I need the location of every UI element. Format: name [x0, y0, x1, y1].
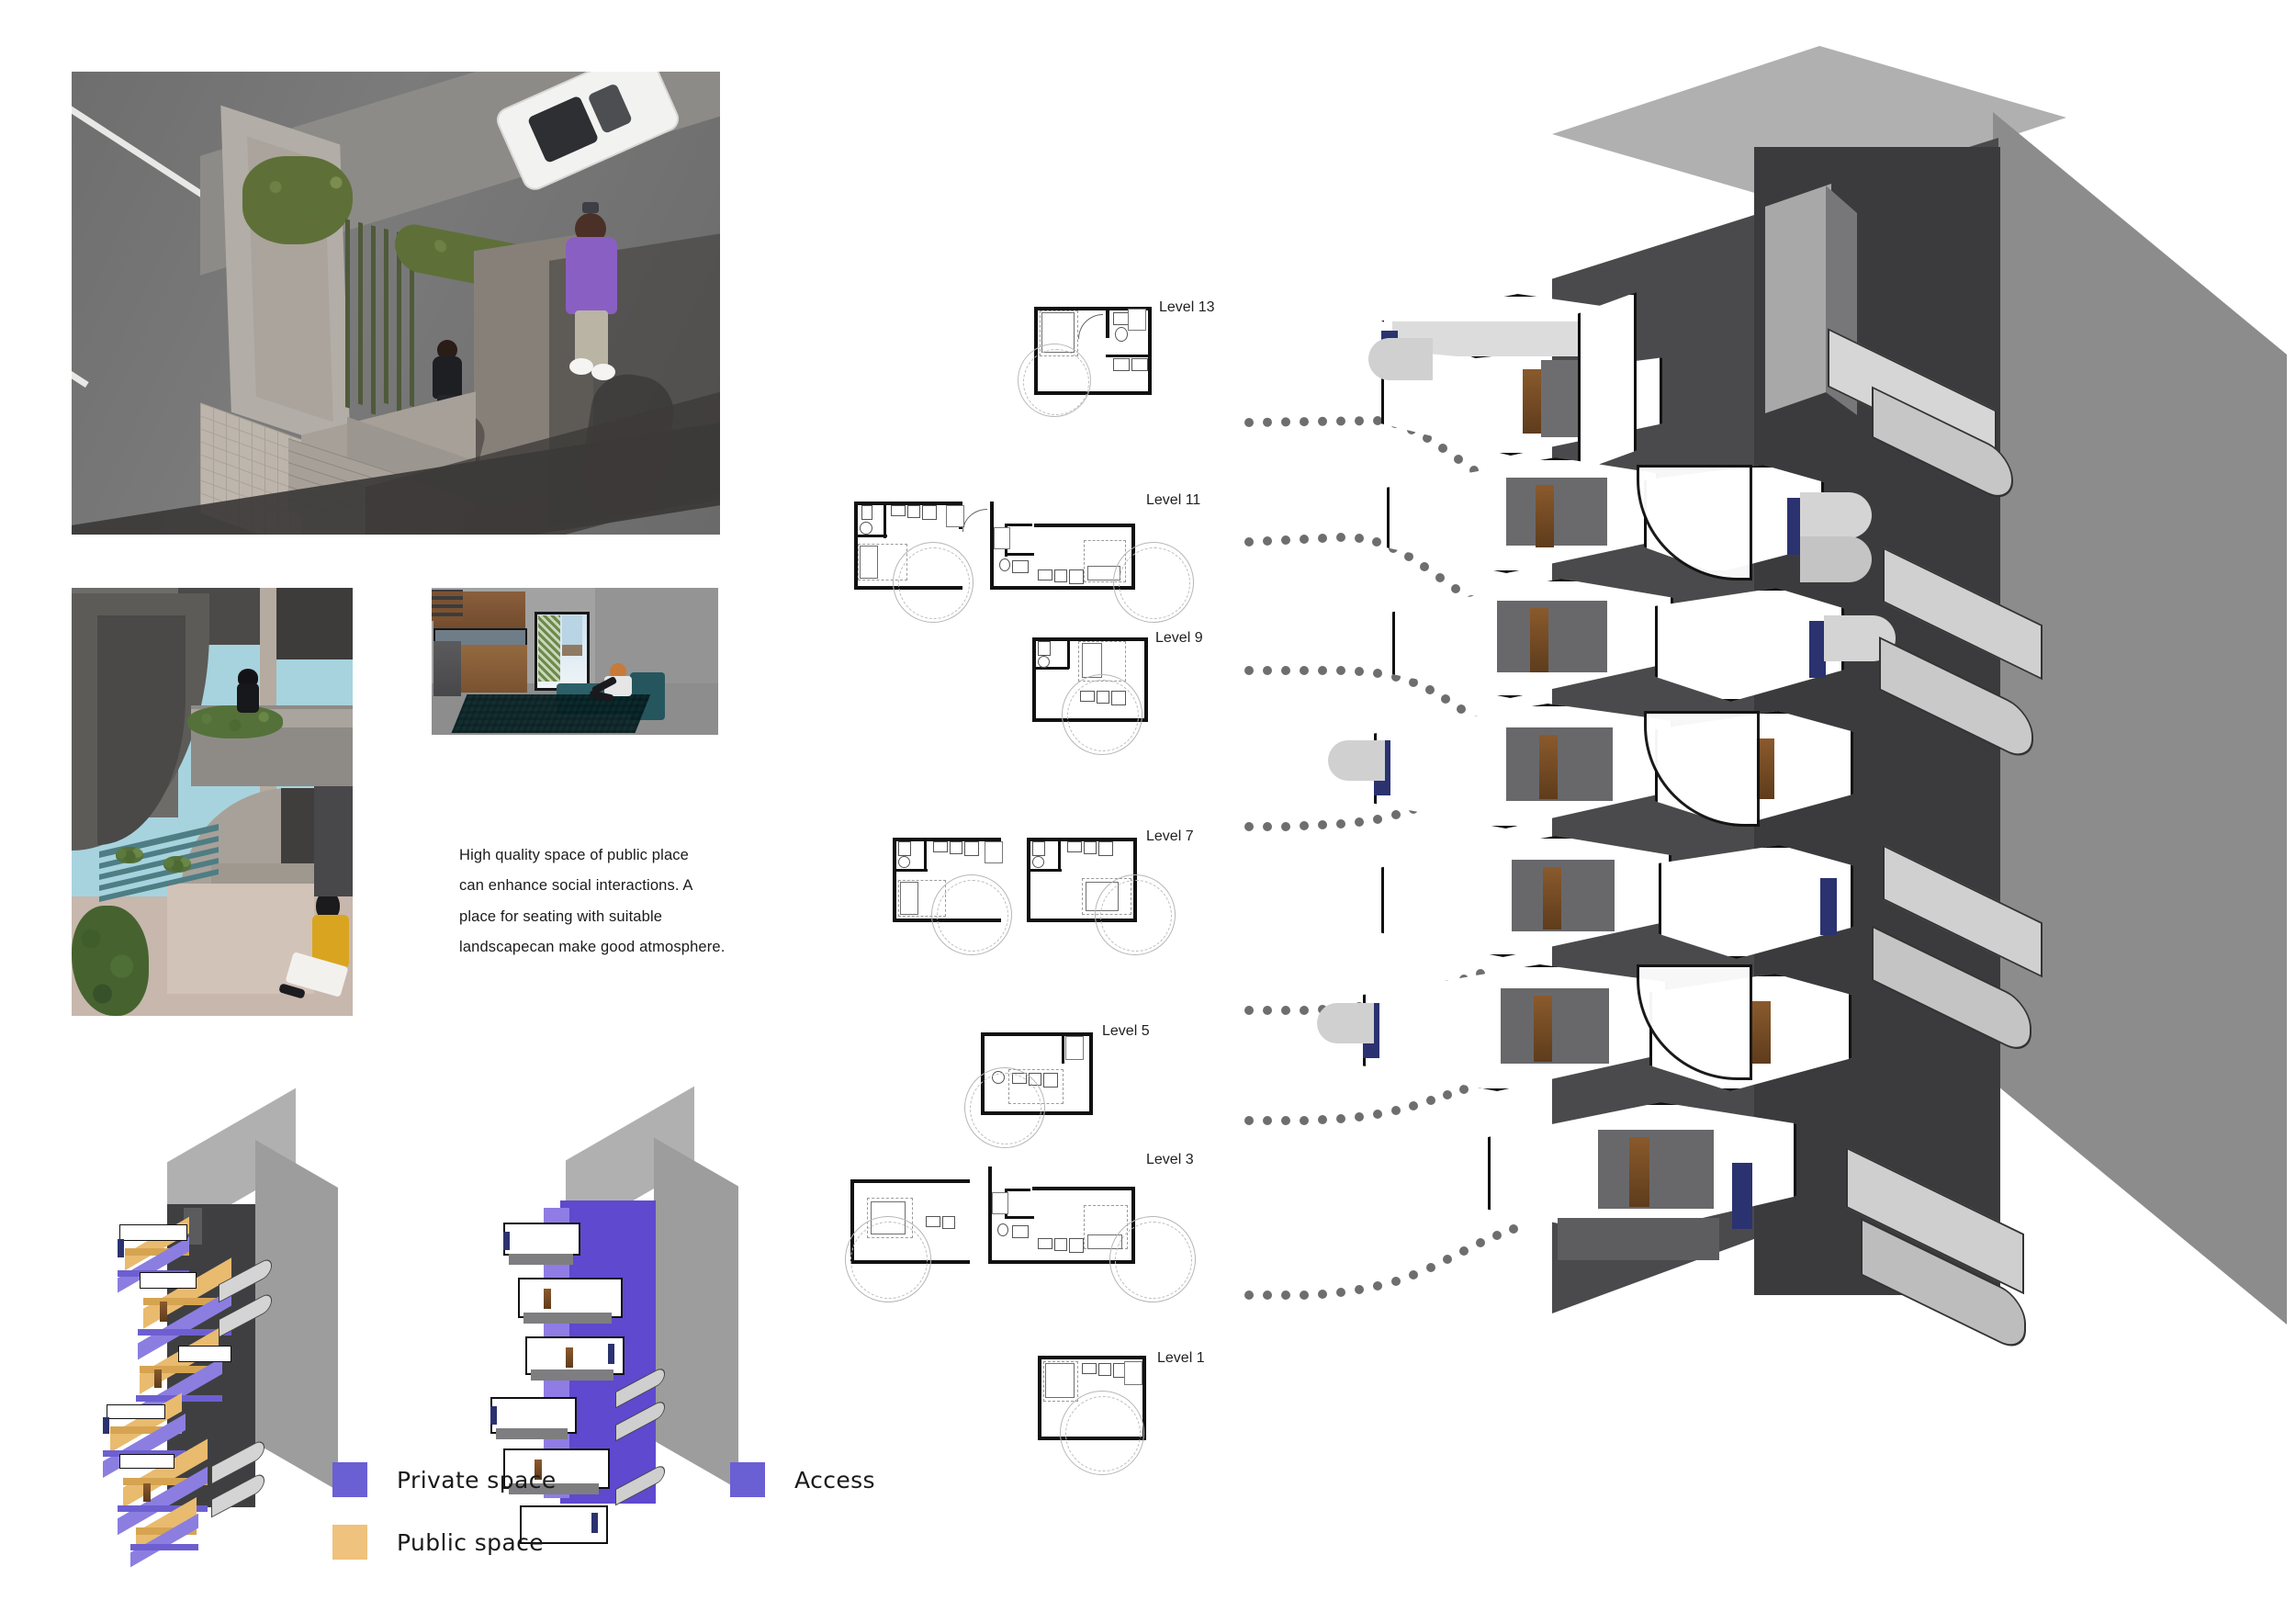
aerial-street-view-render — [72, 72, 720, 535]
interior-shadow — [1598, 1130, 1714, 1209]
interior-shadow — [1506, 478, 1607, 546]
party-wall — [1578, 292, 1637, 472]
entry-door — [1539, 735, 1558, 799]
window-glazing — [1732, 1163, 1752, 1229]
curved-party-wall — [1644, 711, 1760, 827]
legend-item-access: Access — [730, 1462, 875, 1497]
paragraph-line: place for seating with suitable — [459, 907, 663, 925]
planter-shrub — [242, 156, 353, 244]
figure-yellow — [278, 891, 353, 1010]
legend-label-access: Access — [794, 1466, 875, 1493]
right-recess — [314, 786, 353, 896]
descriptive-paragraph: High quality space of public place can e… — [459, 840, 744, 963]
legend-label-private: Private space — [397, 1466, 557, 1493]
plan-label-level-1: Level 1 — [1157, 1350, 1205, 1366]
plan-label-level-7: Level 7 — [1146, 828, 1194, 844]
program-axonometric — [83, 1088, 377, 1568]
pergola-planting — [163, 856, 191, 873]
program-floor-stack — [83, 1216, 377, 1568]
entry-door — [1530, 608, 1548, 672]
legend-swatch-private — [332, 1462, 367, 1497]
paragraph-line: can enhance social interactions. A — [459, 877, 693, 895]
legend-swatch-public — [332, 1525, 367, 1560]
main-sectional-axonometric — [1317, 46, 2287, 1589]
pergola-planting — [116, 847, 143, 863]
floor-plan-level-13: Level 13 — [1018, 299, 1215, 423]
entry-door — [1534, 996, 1552, 1062]
upper-soffit — [268, 588, 353, 659]
access-axonometric — [478, 1086, 771, 1544]
base-cabinets — [461, 645, 527, 693]
plan-label-level-11: Level 11 — [1146, 492, 1201, 508]
ground-plinth — [1558, 1218, 1719, 1260]
curved-balcony — [1317, 1003, 1374, 1043]
apartment-interior-render — [432, 588, 718, 735]
legend-label-public: Public space — [397, 1528, 545, 1556]
plan-label-level-3: Level 3 — [1146, 1152, 1194, 1167]
open-shelf — [432, 590, 463, 621]
entry-door — [1543, 867, 1561, 930]
figure-black — [235, 669, 263, 716]
fridge — [433, 641, 461, 696]
entry-door — [1752, 1001, 1771, 1064]
ground-shrub — [72, 906, 149, 1016]
window-sky — [562, 615, 582, 652]
interior-shadow — [1506, 727, 1613, 801]
floor-plan-level-1: Level 1 — [1029, 1348, 1205, 1477]
terrace-courtyard-render — [72, 588, 353, 1016]
window-glazing — [1809, 621, 1826, 678]
entry-door — [1756, 738, 1774, 799]
curved-balcony — [1368, 338, 1433, 380]
window-greenery — [538, 615, 560, 682]
paragraph-line: landscapecan make good atmosphere. — [459, 938, 726, 955]
entry-door — [1523, 369, 1541, 434]
plan-label-level-9: Level 9 — [1155, 630, 1203, 646]
floor-plan-level-7: Level 7 — [882, 828, 1194, 963]
legend-item-public-space: Public space — [332, 1525, 544, 1560]
curved-balcony — [1800, 536, 1872, 582]
interior-shadow — [1501, 988, 1609, 1064]
floor-plan-level-3: Level 3 — [838, 1152, 1196, 1302]
plan-label-level-5: Level 5 — [1102, 1023, 1150, 1039]
entry-door — [1629, 1137, 1649, 1207]
window-glazing — [1820, 878, 1837, 935]
curved-balcony — [1328, 740, 1385, 781]
floor-plan-level-9: Level 9 — [1027, 630, 1203, 755]
figure-purple — [558, 202, 623, 382]
legend-swatch-access — [730, 1462, 765, 1497]
entry-door — [1536, 485, 1554, 547]
sectional-floor-stack — [1317, 46, 2287, 1589]
partition — [1541, 360, 1578, 437]
floor-plan-level-11: Level 11 — [838, 492, 1200, 626]
access-floor-stack — [478, 1217, 771, 1548]
floor-plan-level-5: Level 5 — [955, 1023, 1150, 1148]
window-glazing — [1787, 498, 1804, 555]
plan-label-level-13: Level 13 — [1159, 299, 1215, 315]
paragraph-line: High quality space of public place — [459, 847, 689, 863]
service-core-pilaster — [1765, 184, 1831, 413]
curved-balcony — [1800, 492, 1872, 538]
interior-shadow — [1512, 860, 1615, 931]
legend-item-private-space: Private space — [332, 1462, 557, 1497]
interior-shadow — [1497, 601, 1607, 672]
balcony-planting — [187, 705, 283, 738]
figure-resident — [589, 663, 645, 709]
window-skyline — [562, 645, 582, 656]
